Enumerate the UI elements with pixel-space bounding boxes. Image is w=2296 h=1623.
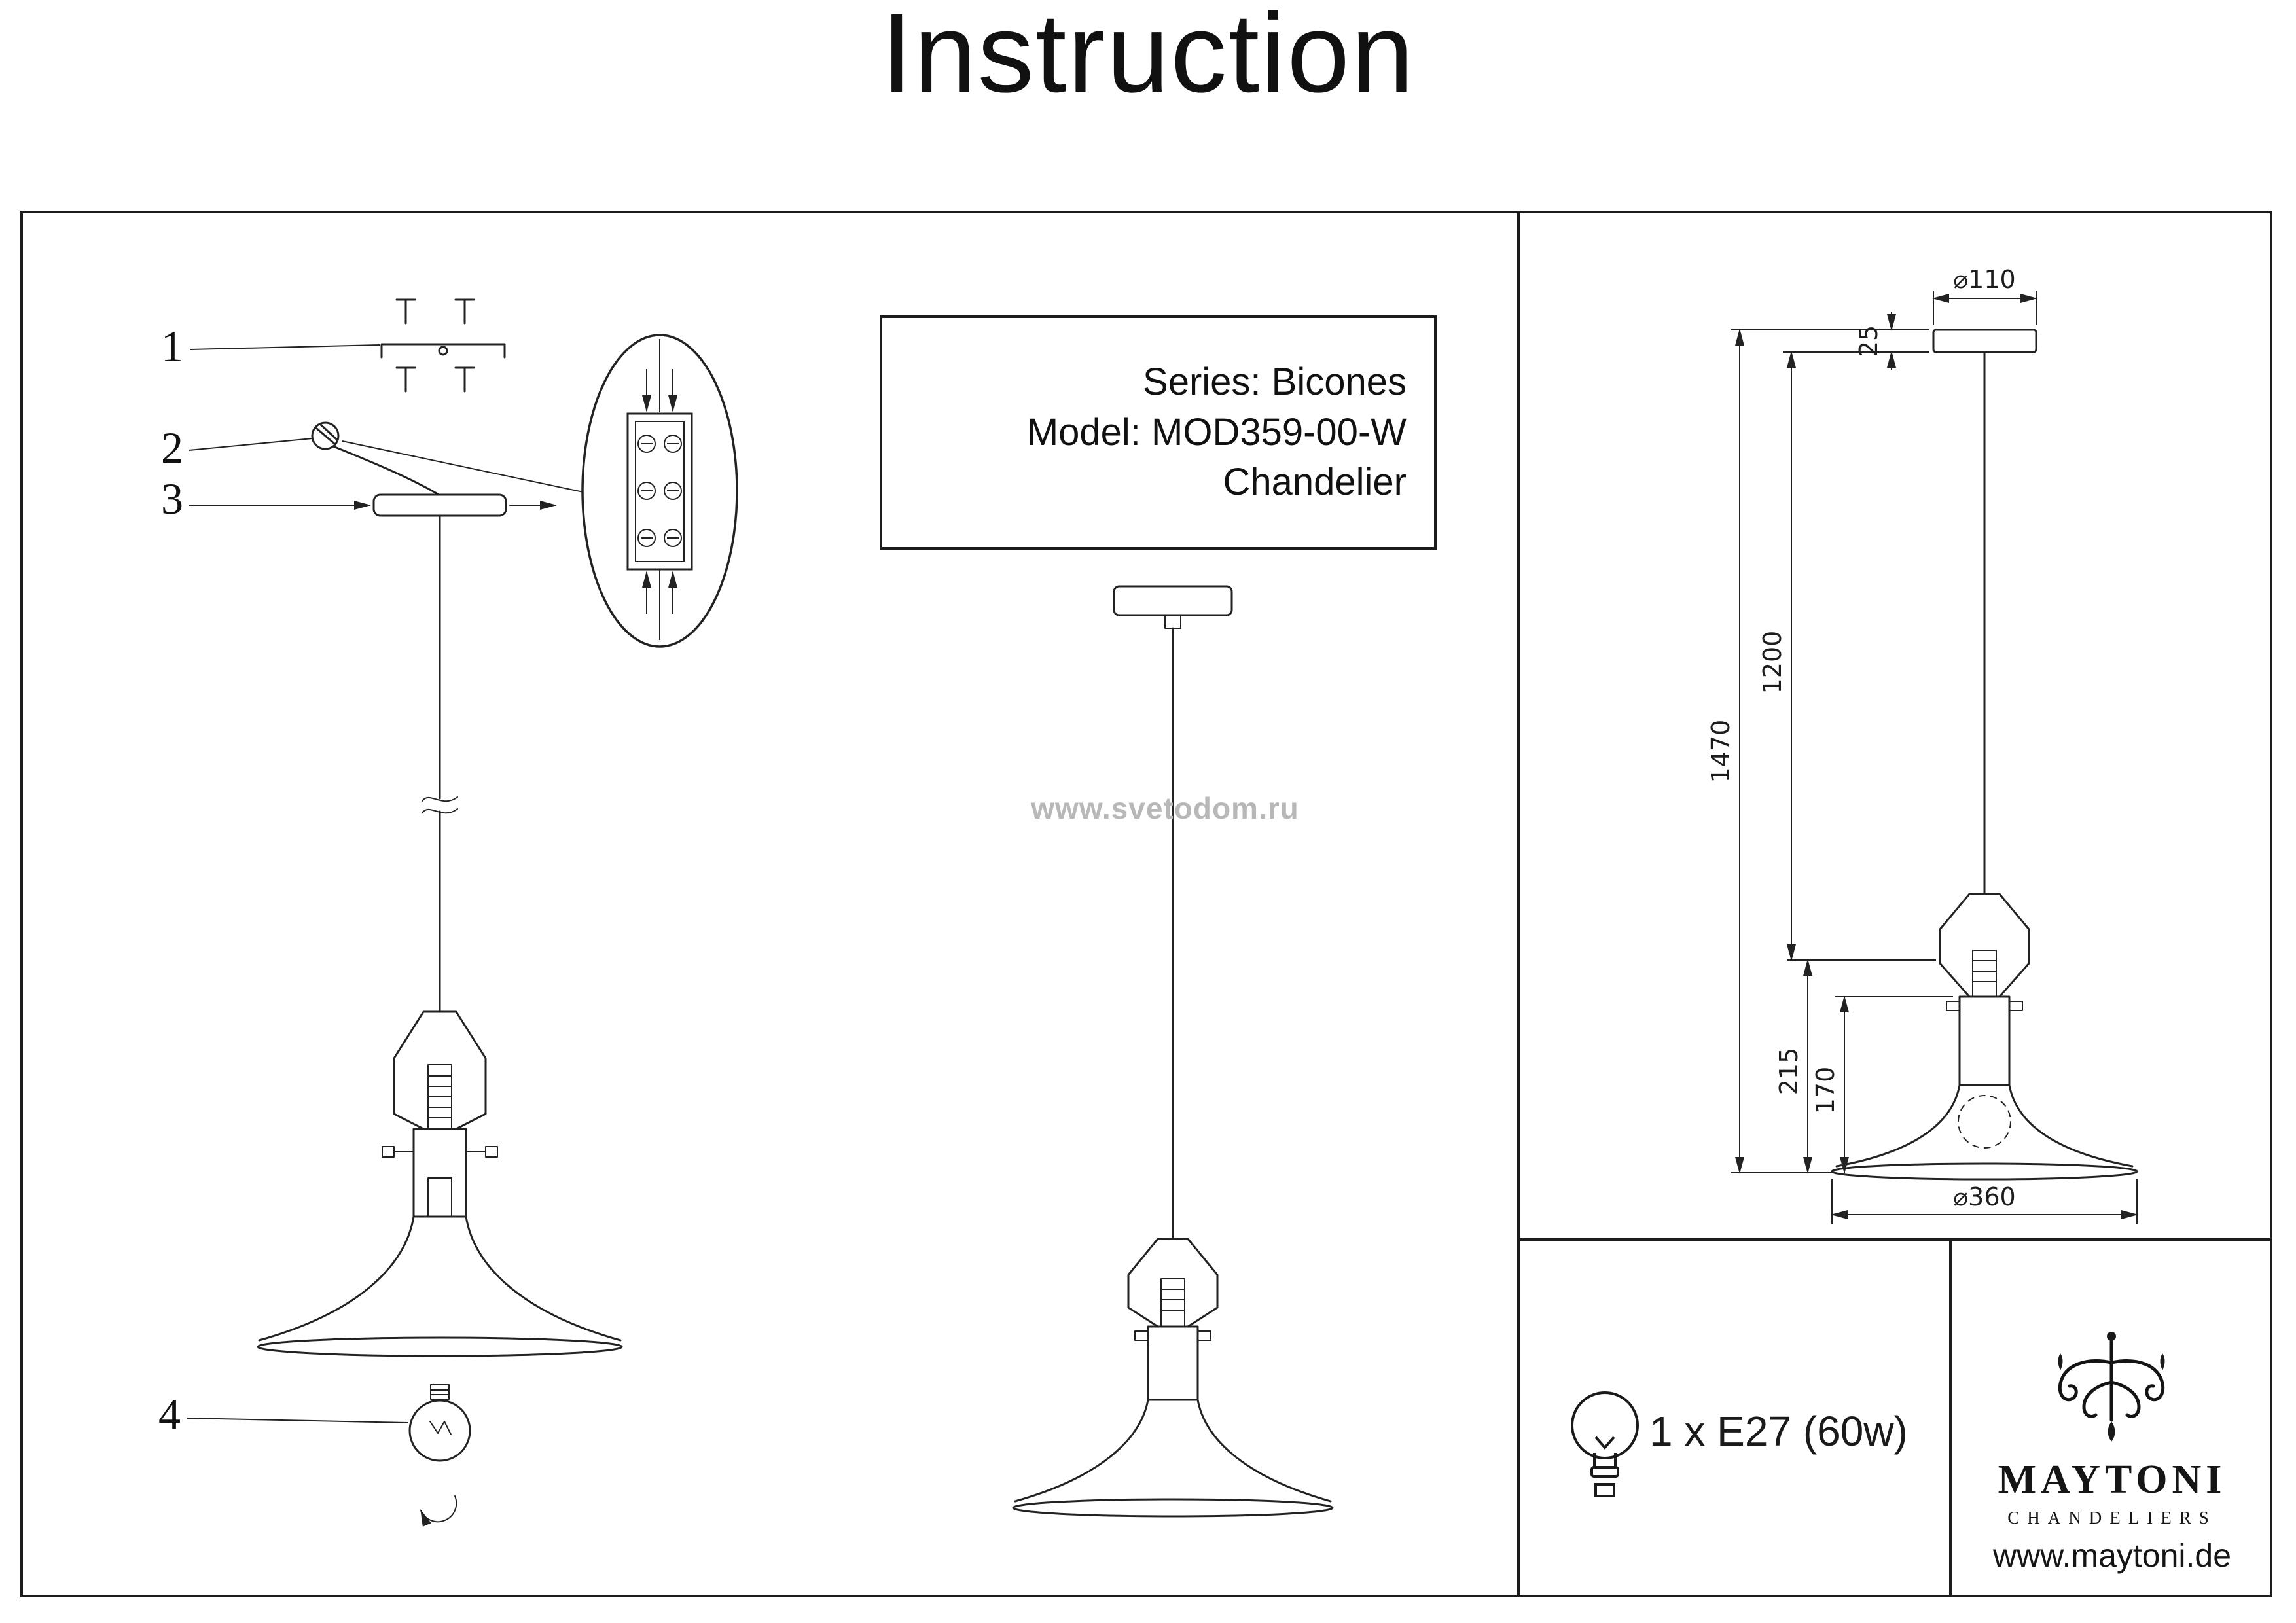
assembly-and-front-view-drawing: 1 2 3 4: [158, 298, 1334, 1527]
outer-frame: [20, 211, 2272, 1597]
dim-lamp-height: 215: [1774, 1048, 1803, 1096]
rotate-arrow-icon: [420, 1495, 457, 1527]
type-text: Chandelier: [1223, 461, 1407, 504]
bulb-spec-text: 1 x E27 (60w): [1649, 1408, 1908, 1455]
brand-name: MAYTONI: [1998, 1457, 2227, 1502]
dim-shade-diameter: ⌀360: [1953, 1183, 2015, 1211]
light-bulb-icon: [1571, 1391, 1639, 1497]
suspension-cable: [422, 514, 458, 1013]
mounting-hardware: [380, 298, 506, 393]
wire-connector: [311, 421, 439, 495]
bulb-hidden-outline: [1958, 1095, 2011, 1149]
divider-vertical-main: [1517, 211, 1520, 1597]
chandelier-flourish-icon: [2058, 1332, 2165, 1442]
terminal-block-detail: [581, 334, 738, 648]
lamp-outline: [1831, 329, 2138, 1181]
watermark-text: www.svetodom.ru: [1031, 791, 1299, 825]
part-label-1: 1: [161, 321, 183, 371]
part-label-3: 3: [161, 474, 183, 524]
brand-website: www.maytoni.de: [1992, 1537, 2232, 1574]
product-info-box: Series: Bicones Model: MOD359-00-W Chand…: [880, 315, 1437, 550]
brand-subtitle: CHANDELIERS: [2007, 1508, 2217, 1527]
dim-canopy-height: 25: [1854, 325, 1883, 357]
model-text: Model: MOD359-00-W: [1026, 410, 1407, 454]
series-text: Series: Bicones: [1143, 361, 1407, 404]
front-view-drawing: [1012, 585, 1334, 1518]
part-label-4: 4: [158, 1389, 181, 1439]
divider-horizontal-right: [1517, 1238, 2272, 1241]
ceiling-canopy: [312, 493, 557, 517]
dim-cord-length: 1200: [1758, 631, 1787, 694]
light-bulb-part: [408, 1384, 471, 1527]
leader-lines: [187, 344, 584, 1423]
dim-total-height: 1470: [1706, 720, 1735, 783]
lamp-body-exploded: [257, 1010, 623, 1357]
dim-shade-height: 170: [1811, 1067, 1840, 1115]
dim-canopy-diameter: ⌀110: [1953, 265, 2015, 294]
dimensioned-drawing: ⌀110 25 1470 1200 215 170 ⌀360: [1706, 265, 2138, 1224]
divider-vertical-bottom: [1949, 1238, 1952, 1597]
page-title: Instruction: [881, 0, 1415, 116]
part-label-2: 2: [161, 423, 183, 473]
dimension-lines: [1731, 291, 2138, 1224]
